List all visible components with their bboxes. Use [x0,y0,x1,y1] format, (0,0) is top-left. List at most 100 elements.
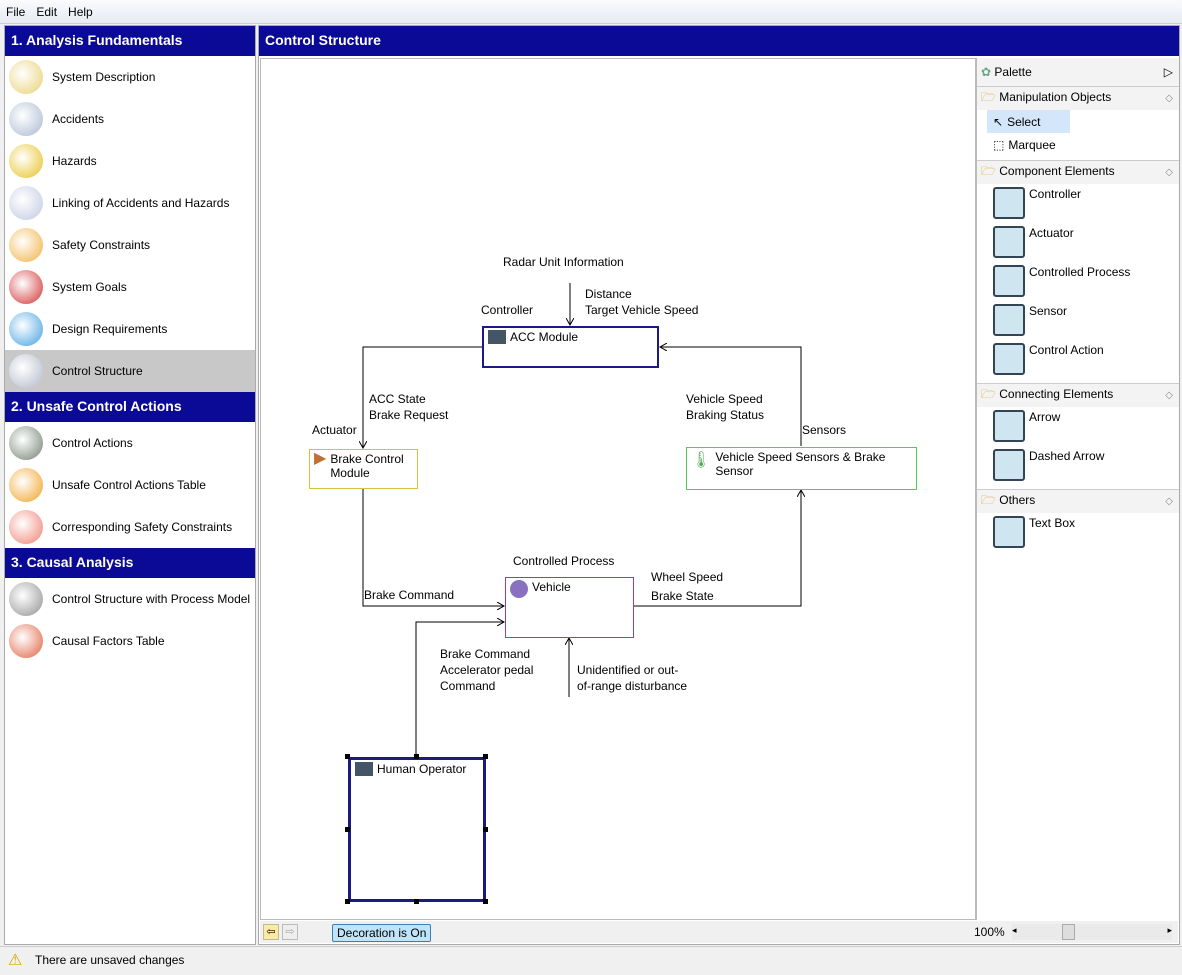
brake-label: Brake Control Module [330,452,404,480]
menu-edit[interactable]: Edit [36,5,58,19]
palette-item-label: Control Action [1029,343,1104,357]
palette-item-controller[interactable]: Controller [977,184,1179,223]
arrow-human-to-vehicle[interactable] [415,622,504,757]
palette-item-dashed-arrow[interactable]: Dashed Arrow [977,446,1179,485]
nav-item-corresponding-safety-constraints[interactable]: Corresponding Safety Constraints [5,506,255,548]
decoration-toggle[interactable]: Decoration is On [332,924,432,942]
nav-item-icon [9,102,43,136]
nav-item-accidents[interactable]: Accidents [5,98,255,140]
nav-item-label: Control Actions [52,436,133,450]
zoom-slider[interactable]: ◂ ▸ [1012,924,1172,940]
palette: ✿ Palette ▷ 🗁 Manipulation Objects◇↖Selec… [976,58,1179,920]
vehicle-speed-label: Vehicle Speed Braking Status [686,392,765,422]
palette-group-header[interactable]: 🗁 Manipulation Objects◇ [977,86,1179,110]
collapse-icon[interactable]: ◇ [1165,390,1173,401]
sensor-icon [993,304,1025,336]
palette-item-arrow[interactable]: Arrow [977,407,1179,446]
palette-item-marquee[interactable]: ⬚Marquee [977,133,1179,156]
human-label: Human Operator [377,762,467,776]
forward-arrow-icon[interactable]: ⇨ [282,924,298,940]
nav-item-control-actions[interactable]: Control Actions [5,422,255,464]
control-action-icon [993,343,1025,375]
controller-icon [355,762,373,776]
acc-state-label: ACC State Brake Request [369,392,449,422]
zoom-slider-thumb[interactable] [1062,924,1075,940]
nav-item-label: Control Structure [52,364,143,378]
palette-group-label: Connecting Elements [999,387,1114,401]
palette-header[interactable]: ✿ Palette ▷ [977,58,1179,86]
controller-icon [993,187,1025,219]
vehicle-box[interactable]: Vehicle [505,577,634,638]
nav-item-icon [9,312,43,346]
expand-icon[interactable]: ▷ [1163,65,1173,79]
nav-item-hazards[interactable]: Hazards [5,140,255,182]
palette-item-label: Controller [1029,187,1082,201]
folder-icon: 🗁 [981,387,996,401]
vehicle-role-label: Controlled Process [513,554,615,568]
disturbance-label: Unidentified or out- of-range disturbanc… [577,663,688,693]
nav-item-label: Design Requirements [52,322,168,336]
nav-item-icon [9,270,43,304]
nav-item-icon [9,582,43,616]
folder-icon: 🗁 [981,90,996,104]
back-arrow-icon[interactable]: ⇦ [263,924,279,940]
dashed-arrow-icon [993,449,1025,481]
human-operator-box[interactable]: Human Operator [348,757,486,902]
nav-item-label: System Goals [52,280,127,294]
palette-group-header[interactable]: 🗁 Component Elements ◇ [977,160,1179,184]
actuator-icon [993,226,1025,258]
nav-item-icon [9,144,43,178]
palette-group-label: Component Elements [999,164,1115,178]
collapse-icon[interactable]: ◇ [1165,93,1173,104]
nav-item-safety-constraints[interactable]: Safety Constraints [5,224,255,266]
palette-group-header[interactable]: 🗁 Connecting Elements ◇ [977,383,1179,407]
sensor-box[interactable]: 🌡Vehicle Speed Sensors & Brake Sensor [686,447,917,490]
acc-module-box[interactable]: ACC Module [482,326,659,368]
palette-group-header[interactable]: 🗁 Others◇ [977,489,1179,513]
nav-item-system-description[interactable]: System Description [5,56,255,98]
nav-item-causal-factors-table[interactable]: Causal Factors Table [5,620,255,662]
nav-item-linking-of-accidents-and-hazards[interactable]: Linking of Accidents and Hazards [5,182,255,224]
arrow-icon [993,410,1025,442]
palette-item-actuator[interactable]: Actuator [977,223,1179,262]
palette-item-control-action[interactable]: Control Action [977,340,1179,379]
nav-item-icon [9,624,43,658]
brake-control-box[interactable]: ▶Brake Control Module [309,449,418,489]
sensor-icon: 🌡 [691,452,712,469]
nav-item-design-requirements[interactable]: Design Requirements [5,308,255,350]
wheel-speed-label: Wheel Speed Brake State [651,570,724,603]
nav-item-label: System Description [52,70,156,84]
collapse-icon[interactable]: ◇ [1165,167,1173,178]
palette-item-label: Controlled Process [1029,265,1131,279]
palette-title: Palette [994,65,1032,79]
palette-item-select[interactable]: ↖Select [977,110,1179,133]
palette-icon: ✿ [981,65,992,79]
vehicle-label: Vehicle [532,580,571,594]
palette-item-text-box[interactable]: Text Box [977,513,1179,552]
arrow-vehicle-to-sensor[interactable] [634,490,801,607]
menu-bar: File Edit Help [0,0,1182,24]
palette-item-label: Text Box [1029,516,1076,530]
collapse-icon[interactable]: ◇ [1165,496,1173,507]
folder-icon: 🗁 [981,164,996,178]
section-header: 1. Analysis Fundamentals [5,26,255,56]
menu-help[interactable]: Help [68,5,93,19]
warning-icon: ⚠ [8,952,23,969]
arrow-acc-to-brake[interactable] [363,346,482,448]
palette-item-controlled-process[interactable]: Controlled Process [977,262,1179,301]
menu-file[interactable]: File [6,5,26,19]
arrow-sensor-to-acc[interactable] [660,347,802,446]
nav-item-system-goals[interactable]: System Goals [5,266,255,308]
arrow-brake-to-vehicle[interactable] [362,489,504,606]
palette-item-sensor[interactable]: Sensor [977,301,1179,340]
status-text: There are unsaved changes [35,953,185,967]
nav-item-control-structure-with-process-model[interactable]: Control Structure with Process Model [5,578,255,620]
cursor-icon: ↖ [993,114,1004,129]
navigation-panel: 1. Analysis Fundamentals System Descript… [4,25,256,945]
nav-item-control-structure[interactable]: Control Structure [5,350,255,392]
nav-item-label: Corresponding Safety Constraints [52,520,233,534]
nav-item-label: Unsafe Control Actions Table [52,478,206,492]
brake-role-label: Actuator [312,423,357,437]
nav-item-unsafe-control-actions-table[interactable]: Unsafe Control Actions Table [5,464,255,506]
